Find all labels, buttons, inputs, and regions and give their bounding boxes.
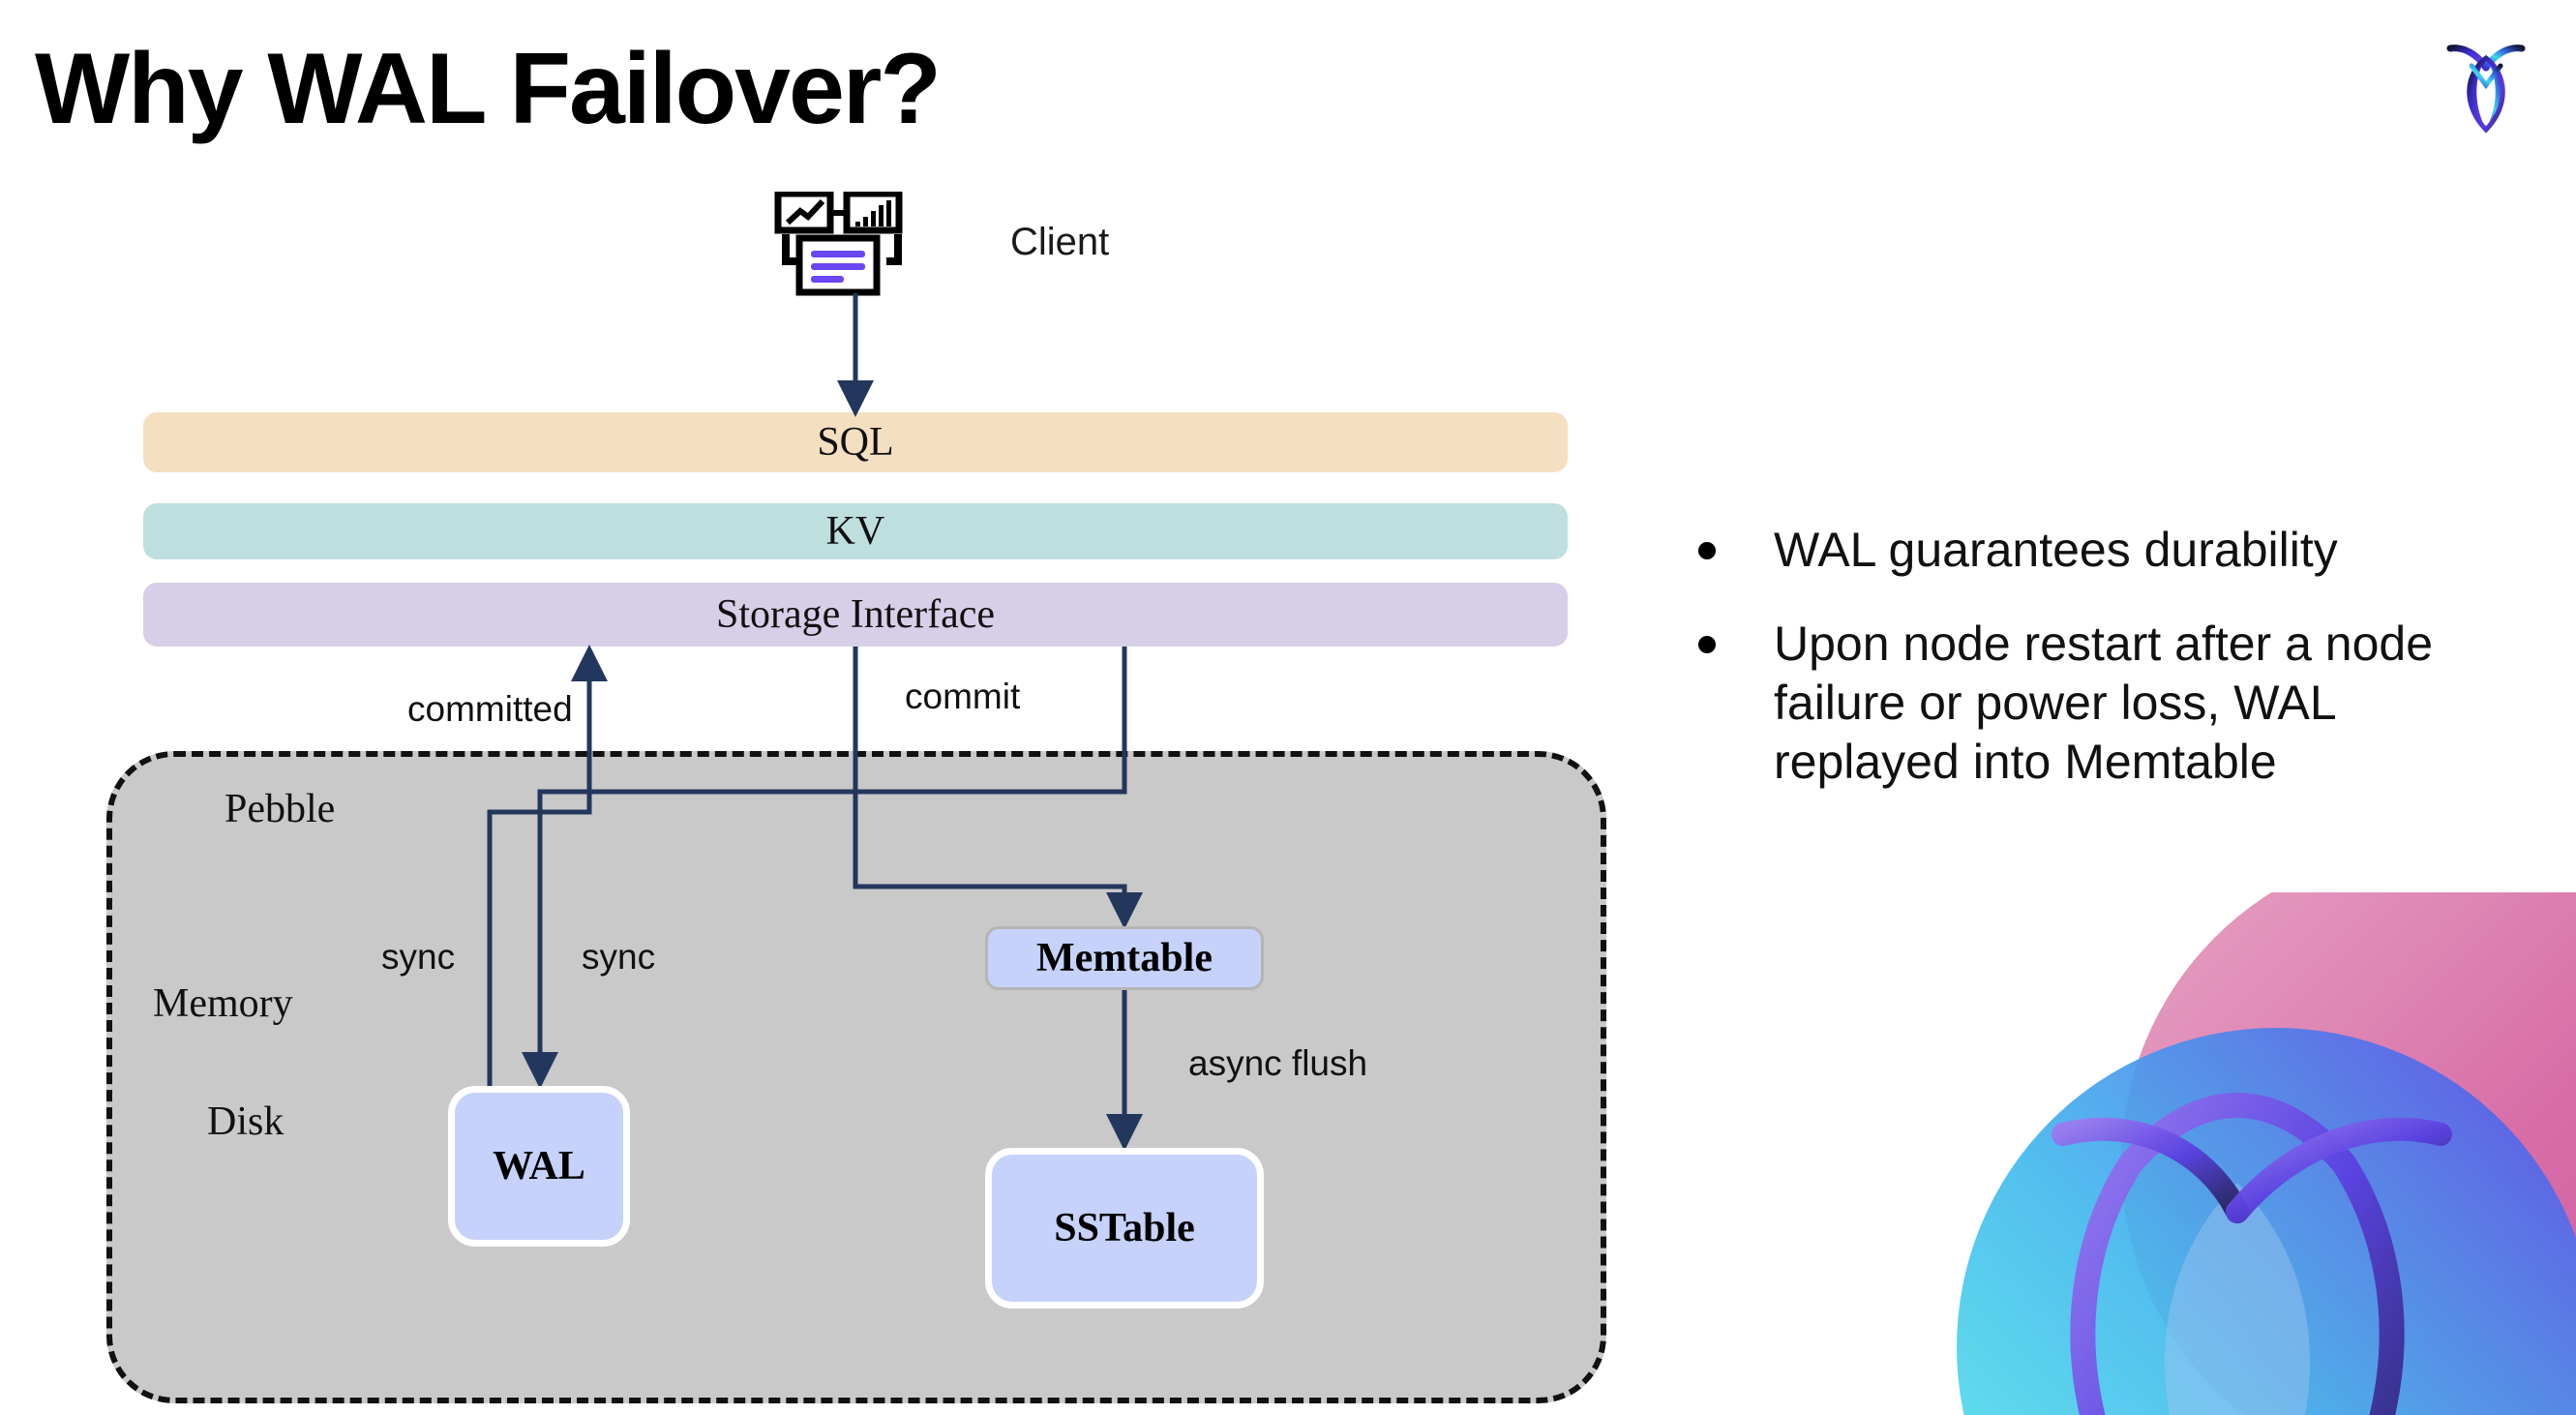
client-dashboard-icon — [774, 190, 929, 298]
list-item: Upon node restart after a node failure o… — [1698, 615, 2531, 792]
bullet-dot-icon — [1698, 542, 1716, 559]
bullet-text: WAL guarantees durability — [1774, 523, 2338, 577]
disk-label: Disk — [207, 1099, 285, 1144]
node-memtable-label: Memtable — [1036, 936, 1213, 980]
cockroach-circles-artwork-icon — [1821, 892, 2576, 1415]
bullet-text: Upon node restart after a node failure o… — [1774, 617, 2434, 789]
pebble-label: Pebble — [225, 787, 336, 831]
layer-bar-kv: KV — [143, 503, 1568, 559]
layer-bar-kv-label: KV — [825, 509, 885, 554]
edge-label-async-flush: async flush — [1188, 1043, 1368, 1083]
node-wal: WAL — [448, 1086, 630, 1247]
client-label: Client — [1010, 221, 1110, 263]
edge-label-commit: commit — [905, 677, 1021, 716]
bullet-list: WAL guarantees durability Upon node rest… — [1698, 521, 2531, 827]
edge-label-committed: committed — [407, 689, 573, 729]
cockroach-leaf-logo-icon — [2423, 21, 2549, 147]
layer-bar-storage-label: Storage Interface — [716, 592, 995, 637]
pebble-container — [106, 751, 1606, 1403]
node-sstable-label: SSTable — [1054, 1206, 1195, 1250]
page-title: Why WAL Failover? — [35, 33, 942, 145]
node-sstable: SSTable — [985, 1148, 1264, 1309]
layer-bar-sql: SQL — [143, 412, 1568, 472]
bullet-dot-icon — [1698, 636, 1716, 653]
layer-bar-sql-label: SQL — [817, 420, 894, 465]
layer-bar-storage: Storage Interface — [143, 583, 1568, 647]
node-memtable: Memtable — [985, 926, 1264, 990]
edge-label-sync-2: sync — [582, 937, 656, 977]
list-item: WAL guarantees durability — [1698, 521, 2531, 580]
edge-label-sync-1: sync — [381, 937, 456, 977]
memory-label: Memory — [153, 981, 293, 1026]
node-wal-label: WAL — [493, 1144, 585, 1189]
